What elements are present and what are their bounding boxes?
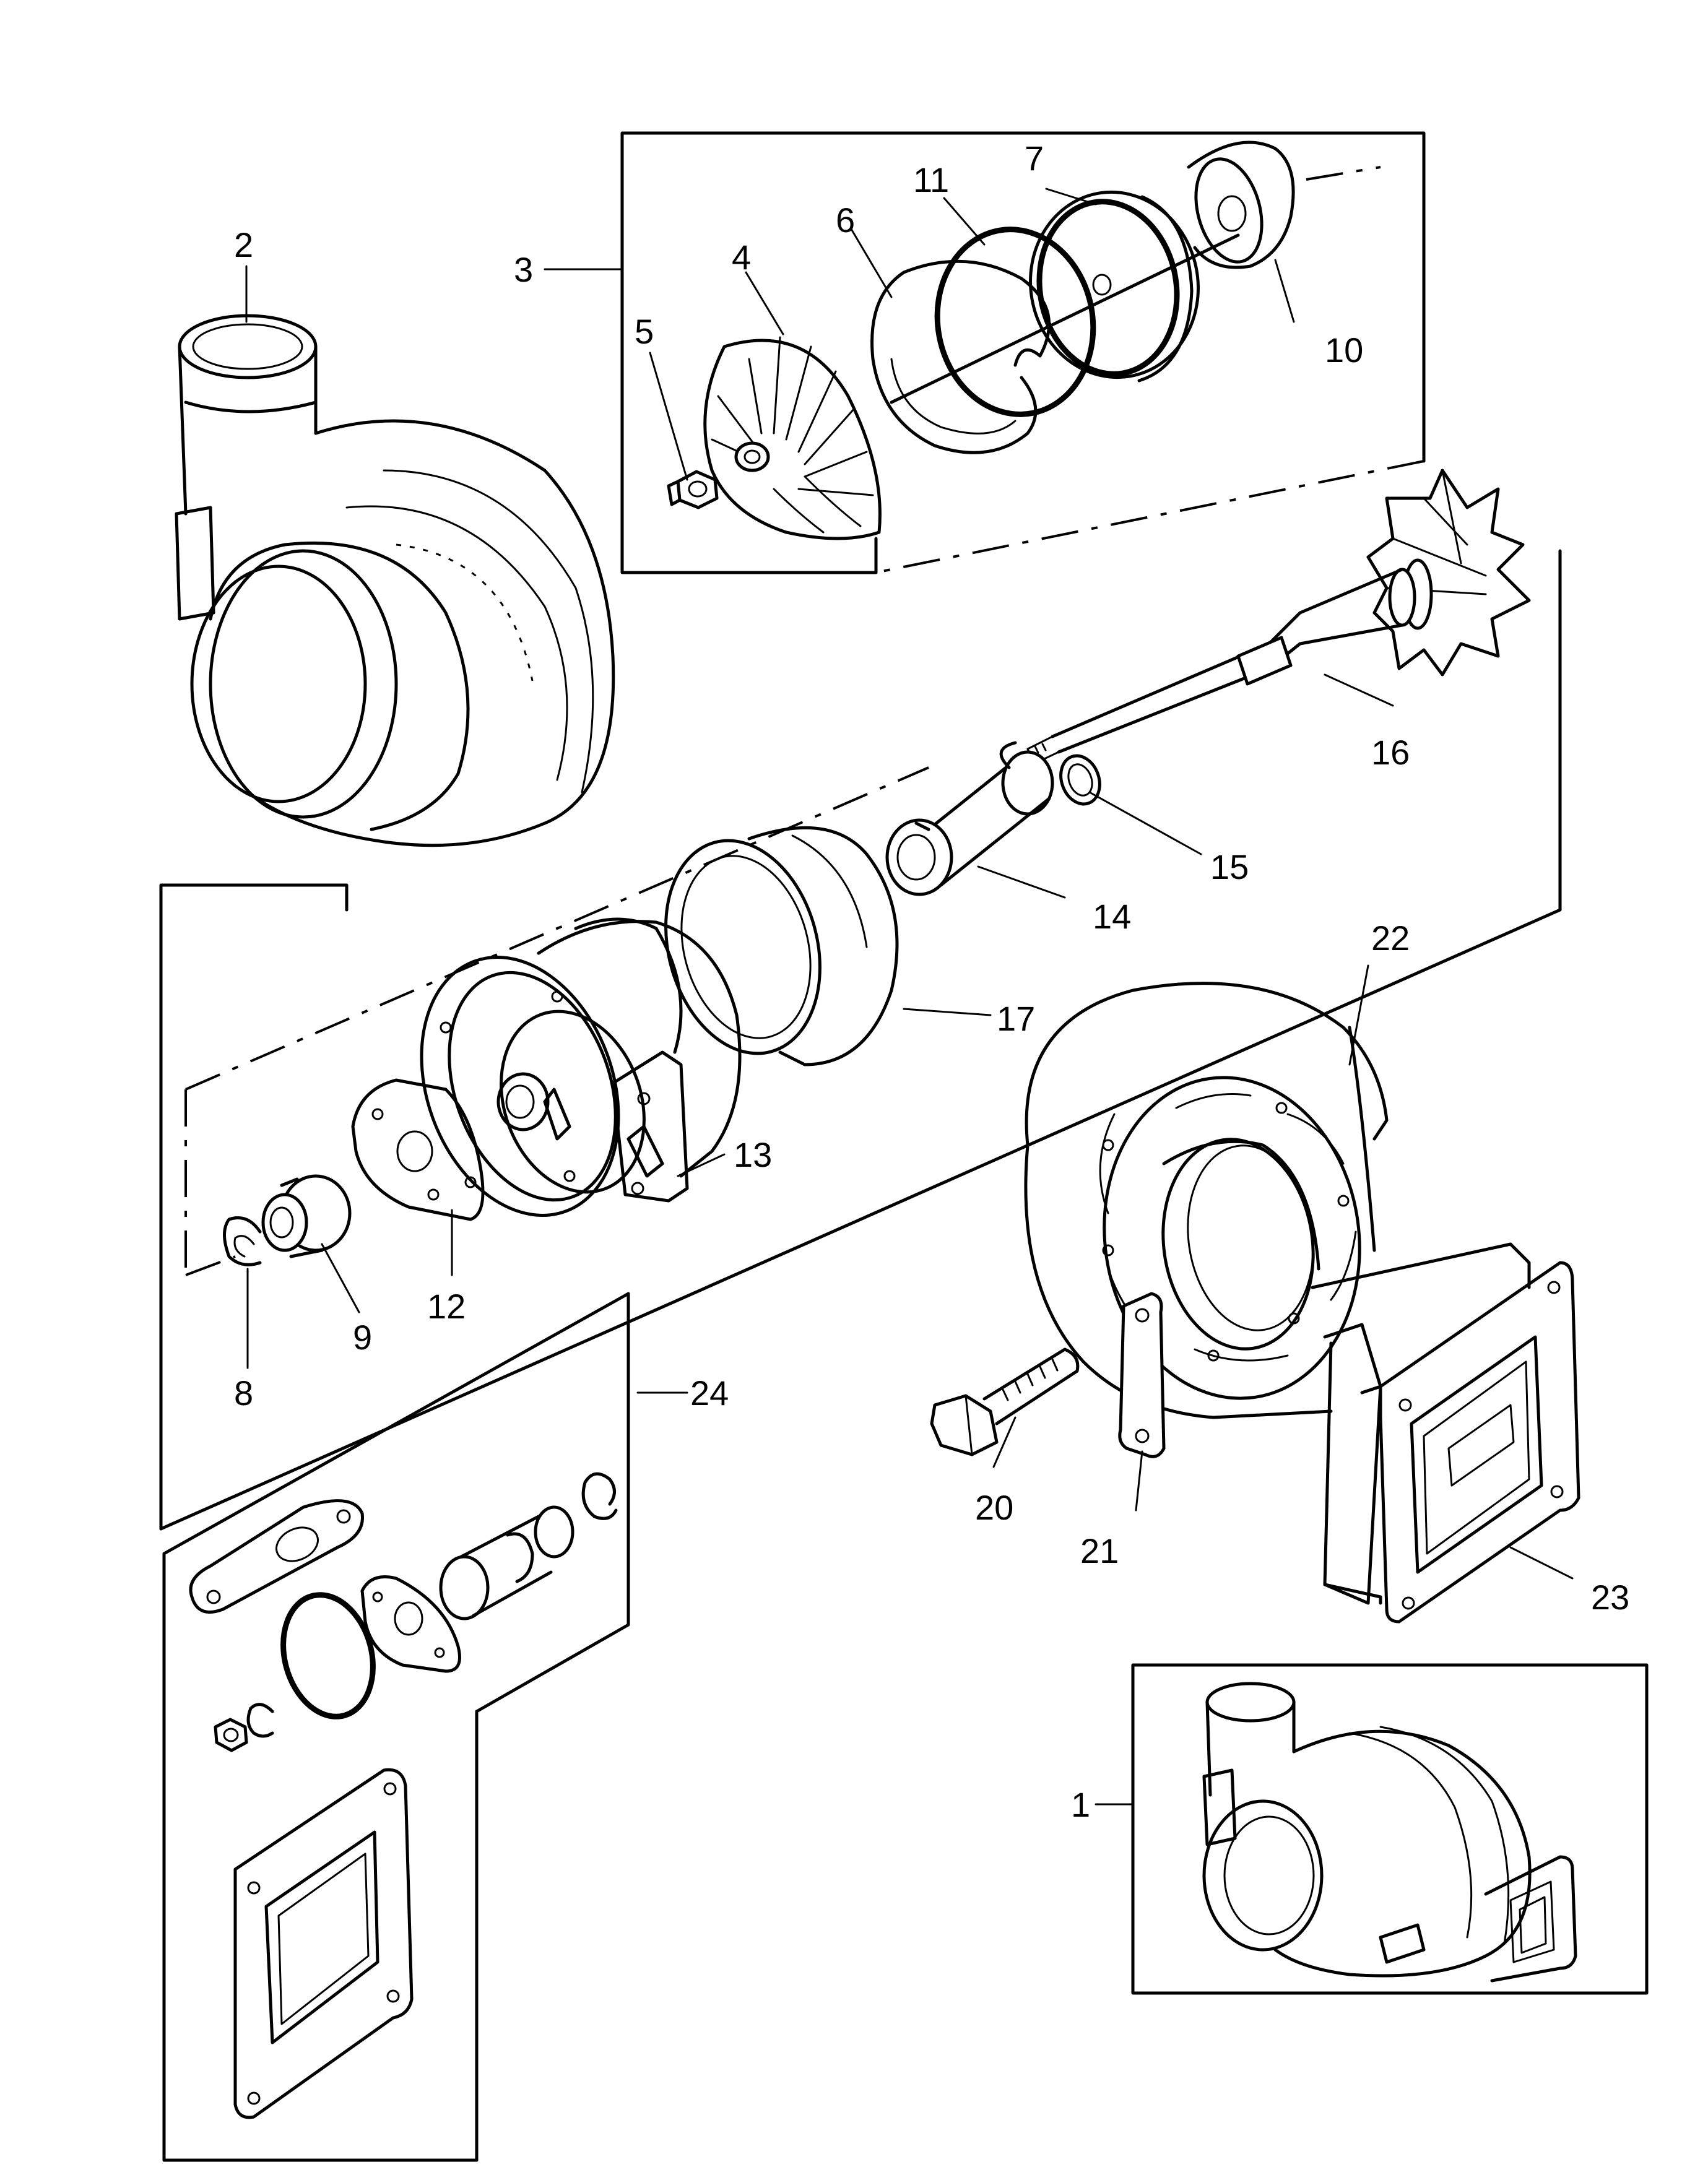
kit-24-frame [162,1292,630,2162]
lock-plate [1118,1292,1166,1458]
heat-shield [664,826,899,1066]
center-housing [420,917,742,1217]
thrust-insert [1029,190,1200,383]
outlet-gasket [1379,1261,1580,1624]
nut [667,470,719,509]
callout-1: 1 [1071,1785,1090,1824]
assembled-view-frame [1131,1663,1649,1995]
seal-ring [934,227,1096,417]
turbine-wheel-shaft [1026,469,1531,766]
callout-10: 10 [1325,331,1363,370]
callout-6: 6 [836,201,855,240]
oil-deflector-plate [351,1078,485,1221]
callout-22: 22 [1371,919,1410,958]
compressor-housing [175,314,615,847]
thrust-collar [261,1174,352,1258]
callout-13: 13 [734,1135,772,1174]
journal-bearing [885,741,1054,896]
callout-5: 5 [635,312,654,351]
callout-9: 9 [353,1318,372,1357]
turbine-housing [1024,982,1531,1605]
retaining-ring [223,1216,262,1266]
callout-11: 11 [913,160,949,199]
bolt [930,1347,1080,1456]
callout-labels: 1 2 3 4 5 6 7 8 9 10 11 12 13 14 15 16 1… [234,139,1629,1824]
flinger-plate [1187,141,1295,269]
callout-14: 14 [1093,897,1131,936]
callout-16: 16 [1371,733,1410,772]
callout-4: 4 [732,238,751,277]
callout-17: 17 [997,999,1035,1038]
callout-7: 7 [1025,139,1044,178]
callout-2: 2 [234,225,253,264]
callout-20: 20 [975,1488,1013,1527]
callout-12: 12 [427,1287,466,1326]
callout-8: 8 [234,1373,253,1412]
callout-15: 15 [1210,847,1249,886]
shaft-snap-ring [1059,754,1101,806]
callout-3: 3 [514,250,533,289]
callout-23: 23 [1591,1578,1629,1617]
compressor-wheel [703,336,882,540]
snap-ring [870,259,1051,454]
callout-24: 24 [690,1373,729,1412]
leader-lines [245,188,1574,1806]
turbocharger-assembly [1202,1682,1577,1983]
kit-3-frame [620,131,1426,574]
kit-24-contents [189,1472,618,2119]
callout-21: 21 [1080,1531,1119,1570]
